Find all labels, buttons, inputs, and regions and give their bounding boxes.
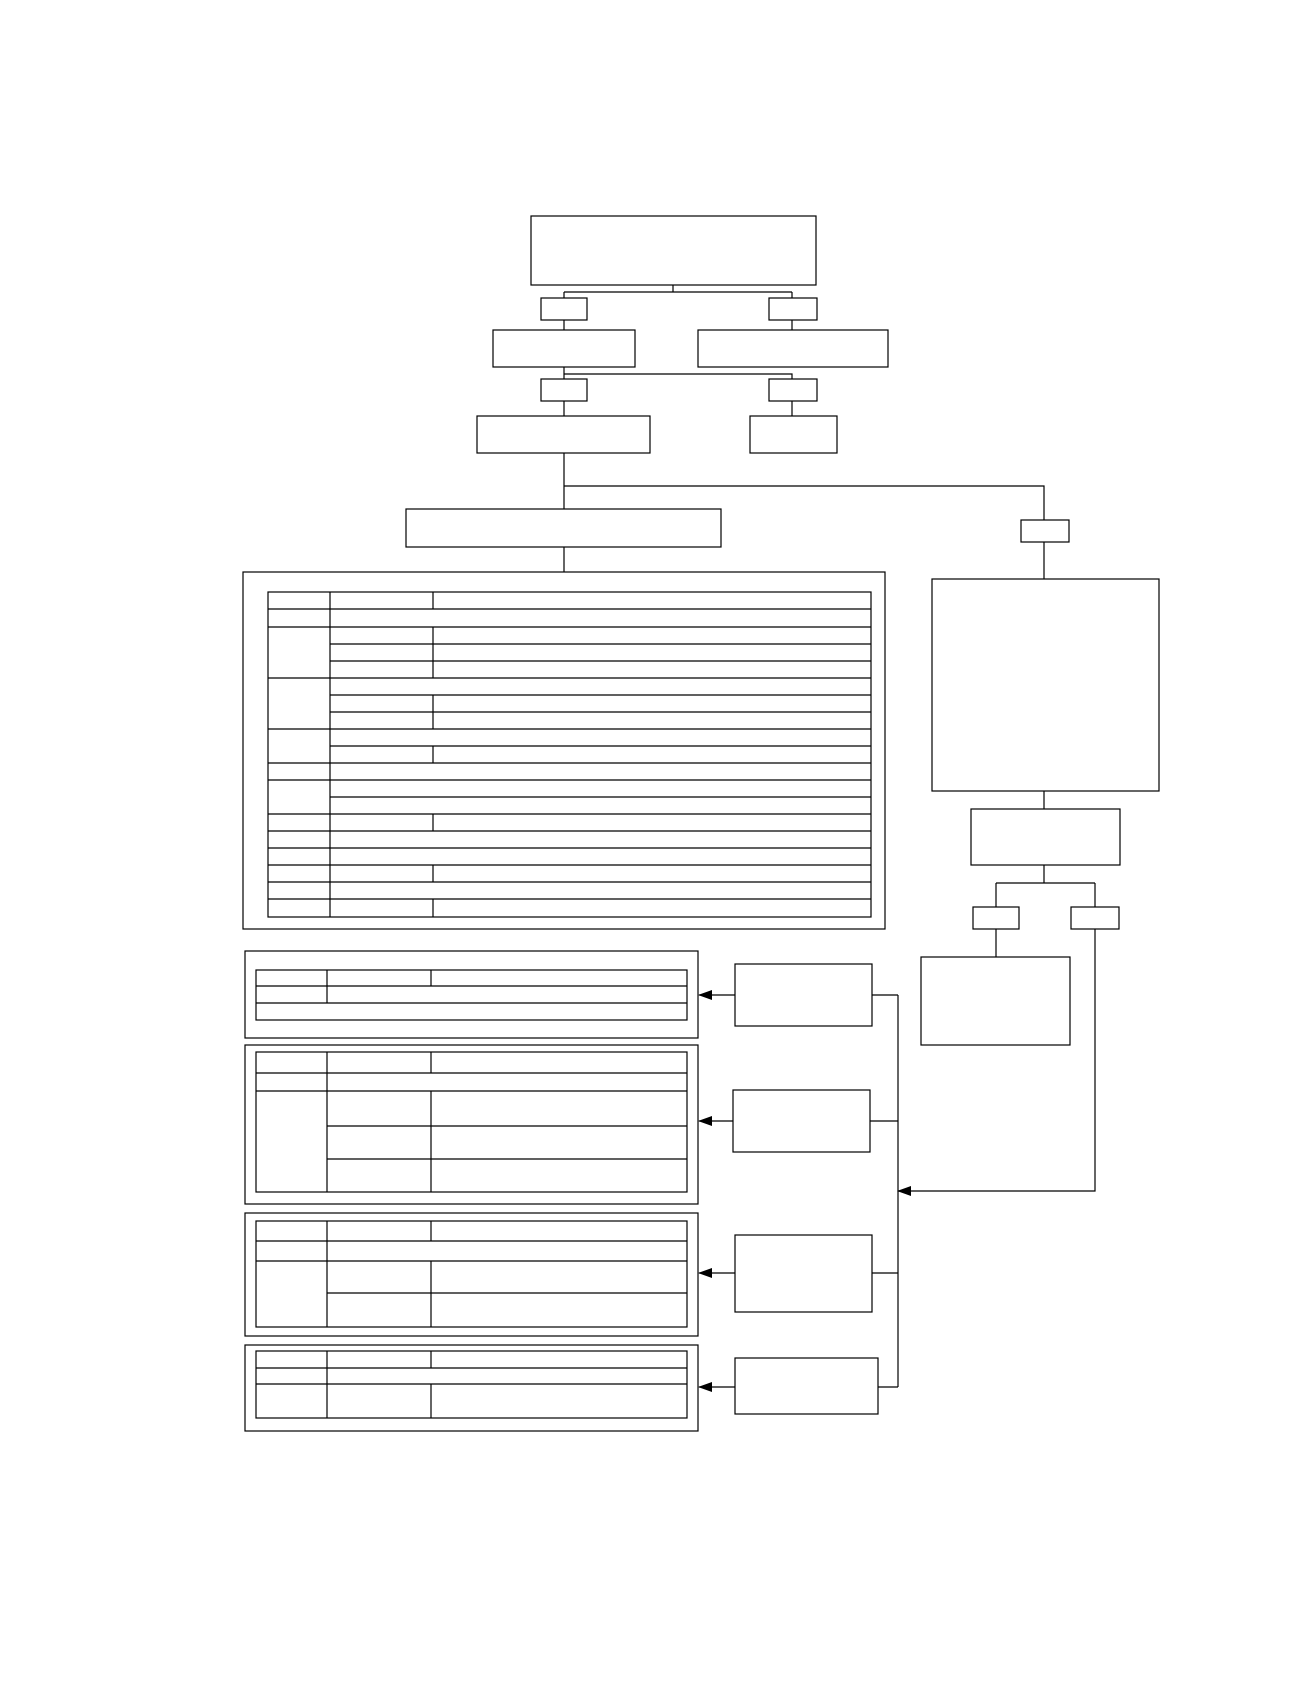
table-1-frame [244,950,699,1039]
table-2-grid [255,1051,688,1193]
source-1 [734,963,873,1027]
connector-right-mid-split [995,865,1096,907]
tag-left-1 [540,297,588,321]
node-left-l3 [476,415,651,454]
source-3 [734,1234,873,1313]
node-center-l4 [405,508,722,548]
table-3-frame [244,1212,699,1337]
node-left-l2 [492,329,636,368]
main-table-frame [242,571,886,930]
node-right-small [920,956,1071,1046]
tag-right-1 [768,297,818,321]
connector-tags-1 [563,320,793,330]
node-right-l2 [697,329,889,368]
tag-right-b [1070,906,1120,930]
top-root-box [530,215,817,286]
connector-l2-split [563,367,793,379]
connector-tag-b-collector [897,929,1096,1196]
source-4 [734,1357,879,1415]
node-right-mid [970,808,1121,866]
node-right-large [931,578,1160,792]
tag-right-a [972,906,1020,930]
tag-right-2 [768,378,818,402]
tag-right-branch [1020,519,1070,543]
source-2 [732,1089,871,1153]
table-3-grid [255,1220,688,1328]
connector-l3-branch [563,453,1045,520]
table-2-frame [244,1044,699,1205]
main-table-grid [267,591,872,918]
table-1-grid [255,969,688,1021]
connector-tags-2 [563,401,793,416]
node-right-l3 [749,415,838,454]
table-4-grid [255,1350,688,1419]
tag-left-2 [540,378,588,402]
connector-root-split [563,285,793,298]
table-4-frame [244,1344,699,1432]
